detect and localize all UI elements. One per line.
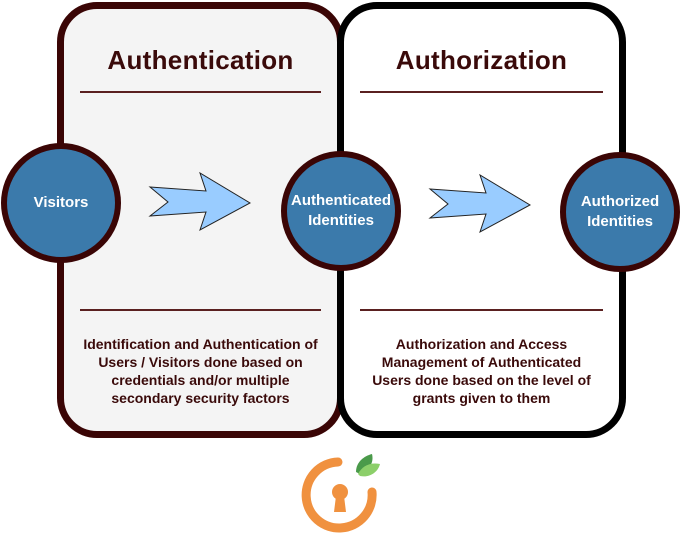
- authorized-identities-node: Authorized Identities: [560, 152, 680, 272]
- desc-line: grants given to them: [412, 390, 551, 406]
- authorization-title: Authorization: [395, 45, 568, 75]
- title-divider: [360, 91, 603, 93]
- node-label: Visitors: [33, 194, 89, 211]
- description-divider: [360, 309, 603, 311]
- node-label: Identities: [587, 213, 653, 230]
- authentication-title: Authentication: [107, 45, 294, 75]
- authenticated-identities-node: Authenticated Identities: [281, 151, 401, 271]
- description-divider: [80, 309, 321, 311]
- arrow-right-icon: [428, 173, 532, 234]
- keyhole-logo-icon: [301, 454, 380, 533]
- desc-line: secondary security factors: [111, 390, 290, 406]
- desc-line: Users / Visitors done based on: [98, 354, 303, 370]
- arrow-right-icon: [148, 171, 252, 232]
- node-label: Authorized: [580, 193, 660, 210]
- desc-line: credentials and/or multiple: [111, 372, 290, 388]
- node-label: Authenticated: [290, 192, 391, 209]
- title-divider: [80, 91, 321, 93]
- desc-line: Users done based on the level of: [372, 372, 591, 388]
- desc-line: Management of Authenticated: [381, 354, 582, 370]
- node-label: Identities: [308, 212, 374, 229]
- visitors-node: Visitors: [1, 143, 121, 263]
- desc-line: Identification and Authentication of: [83, 336, 318, 352]
- authorization-description: Authorization and Access Management of A…: [350, 335, 613, 407]
- desc-line: Authorization and Access: [395, 336, 568, 352]
- authentication-description: Identification and Authentication of Use…: [70, 335, 331, 407]
